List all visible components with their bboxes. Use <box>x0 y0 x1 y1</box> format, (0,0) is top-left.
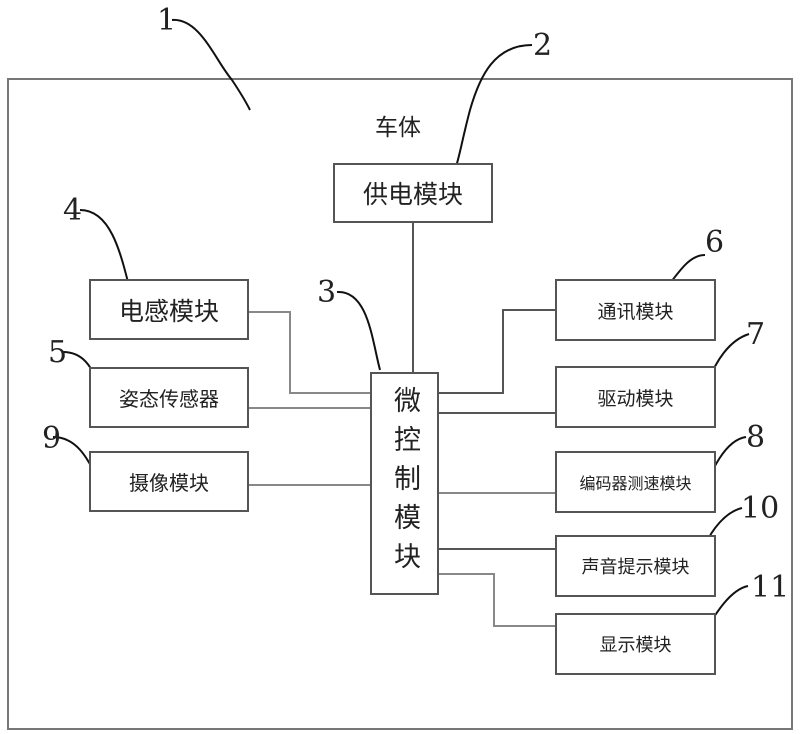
callout-9: 9 <box>42 421 62 456</box>
power-module-box: 供电模块 <box>333 163 493 223</box>
callout-5: 5 <box>48 335 68 370</box>
leader-1 <box>171 18 251 111</box>
callout-1: 1 <box>157 3 177 38</box>
drive-module-label: 驱动模块 <box>597 387 674 410</box>
inductance-module-label: 电感模块 <box>118 296 219 326</box>
callout-4: 4 <box>63 193 83 228</box>
connector-inductance-mcu <box>248 311 370 394</box>
power-module-label: 供电模块 <box>362 180 463 209</box>
connector-mcu-display <box>438 573 556 627</box>
attitude-sensor-label: 姿态传感器 <box>119 387 219 411</box>
sound-prompt-module-box: 声音提示模块 <box>555 535 716 597</box>
callout-11: 11 <box>751 570 790 605</box>
communication-module-label: 通讯模块 <box>597 300 674 323</box>
display-module-box: 显示模块 <box>555 613 716 675</box>
sound-prompt-module-label: 声音提示模块 <box>581 557 690 578</box>
camera-module-label: 摄像模块 <box>129 471 209 495</box>
vehicle-body-label: 车体 <box>375 115 421 141</box>
communication-module-box: 通讯模块 <box>555 279 716 341</box>
connector-mcu-communication <box>438 309 556 394</box>
display-module-label: 显示模块 <box>599 635 672 656</box>
leader-2 <box>454 44 533 171</box>
callout-10: 10 <box>741 491 780 526</box>
leader-4 <box>79 209 131 291</box>
drive-module-box: 驱动模块 <box>555 366 716 428</box>
callout-7: 7 <box>746 317 766 352</box>
encoder-speed-module-box: 编码器测速模块 <box>555 451 716 513</box>
mcu-module-label: 微控制模块 <box>389 386 420 581</box>
inductance-module-box: 电感模块 <box>89 279 249 340</box>
encoder-speed-module-label: 编码器测速模块 <box>579 474 692 493</box>
camera-module-box: 摄像模块 <box>89 451 249 512</box>
mcu-module-box: 微控制模块 <box>370 372 439 595</box>
attitude-sensor-box: 姿态传感器 <box>89 367 249 428</box>
vehicle-body-outline <box>7 78 793 730</box>
callout-6: 6 <box>705 225 725 260</box>
leader-3 <box>336 290 381 371</box>
callout-8: 8 <box>746 420 766 455</box>
callout-2: 2 <box>533 28 553 63</box>
callout-3: 3 <box>317 275 337 310</box>
